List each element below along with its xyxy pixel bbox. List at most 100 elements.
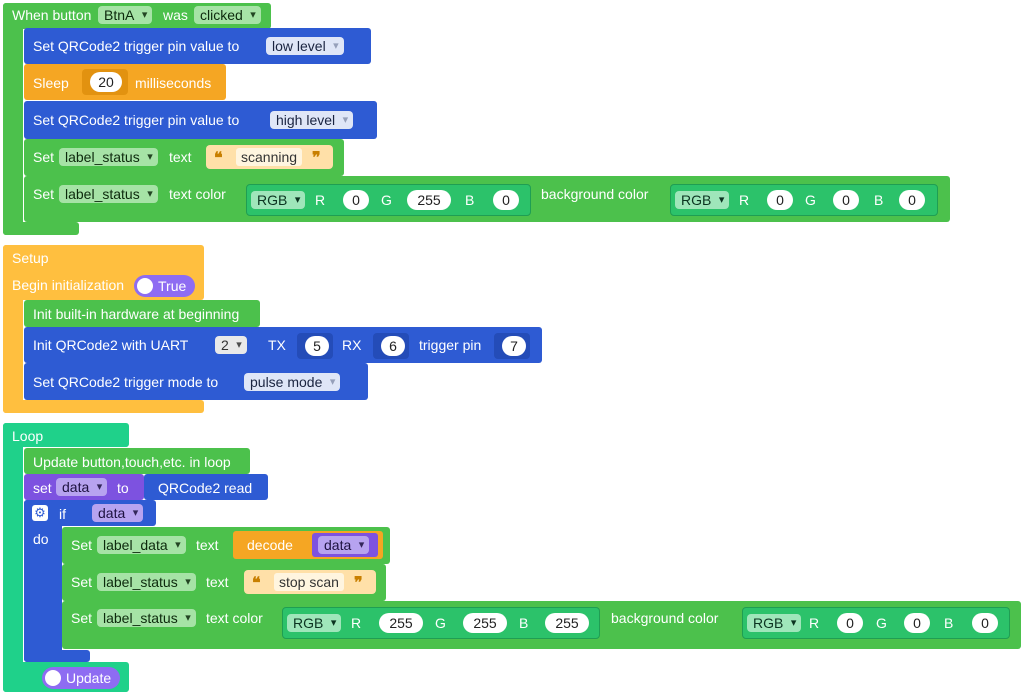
init-qrcode-label: Init QRCode2 with UART bbox=[33, 337, 189, 353]
if-label: if bbox=[59, 506, 66, 522]
r-label: R bbox=[739, 192, 750, 208]
g-input[interactable]: 0 bbox=[833, 190, 859, 210]
g-label: G bbox=[381, 192, 392, 208]
rx-label: RX bbox=[342, 337, 362, 353]
rgb-mode-dropdown[interactable]: RGB bbox=[675, 191, 730, 209]
init-qrcode-block[interactable] bbox=[24, 327, 542, 363]
b-input[interactable]: 0 bbox=[493, 190, 519, 210]
button-dropdown[interactable]: BtnA bbox=[98, 6, 153, 24]
to-label: to bbox=[117, 480, 129, 496]
setup-block-spine bbox=[3, 245, 23, 413]
g-input[interactable]: 255 bbox=[407, 190, 451, 210]
label-status-dropdown[interactable]: label_status bbox=[97, 573, 196, 591]
if-condition-dropdown[interactable]: data bbox=[92, 504, 144, 522]
toggle-knob bbox=[45, 670, 61, 686]
open-quote-icon: ❝ bbox=[214, 150, 223, 167]
update-toggle[interactable]: Update bbox=[42, 667, 121, 689]
tx-input[interactable]: 5 bbox=[305, 336, 329, 356]
setup-title: Setup bbox=[12, 250, 49, 266]
string-value[interactable]: stop scan bbox=[274, 573, 344, 591]
open-quote-icon: ❝ bbox=[252, 575, 261, 592]
variable-dropdown[interactable]: data bbox=[56, 478, 108, 496]
trigger-mode-dropdown[interactable]: pulse mode bbox=[244, 373, 341, 391]
b-label: B bbox=[874, 192, 884, 208]
rgb-mode-dropdown[interactable]: RGB bbox=[251, 191, 306, 209]
string-block-stop-scan[interactable]: ❝ stop scan ❞ bbox=[244, 570, 376, 594]
setup-block-footer bbox=[3, 400, 204, 413]
string-value[interactable]: scanning bbox=[236, 148, 303, 166]
decode-label: decode bbox=[247, 537, 293, 553]
b-label: B bbox=[519, 615, 529, 631]
sleep-value-input[interactable]: 20 bbox=[90, 72, 122, 92]
rgb-mode-dropdown[interactable]: RGB bbox=[287, 614, 342, 632]
decode-variable-dropdown[interactable]: data bbox=[318, 536, 370, 554]
pin-value-dropdown-1[interactable]: low level bbox=[266, 37, 344, 55]
was-label: was bbox=[163, 7, 188, 23]
set-trigger-mode-label: Set QRCode2 trigger mode to bbox=[33, 374, 219, 390]
r-input[interactable]: 0 bbox=[767, 190, 793, 210]
text-word-label: text bbox=[169, 149, 192, 165]
label-status-color-dropdown[interactable]: label_status bbox=[97, 609, 196, 627]
label-data-dropdown[interactable]: label_data bbox=[97, 536, 186, 554]
background-color-label: background color bbox=[611, 610, 719, 626]
g-label: G bbox=[435, 615, 446, 631]
toggle-knob bbox=[137, 278, 153, 294]
r-input[interactable]: 0 bbox=[343, 190, 369, 210]
milliseconds-label: milliseconds bbox=[135, 75, 212, 91]
g-label: G bbox=[805, 192, 816, 208]
update-loop-block[interactable] bbox=[24, 448, 250, 474]
set-trigger-pin-label-2: Set QRCode2 trigger pin value to bbox=[33, 112, 240, 128]
r-label: R bbox=[315, 192, 326, 208]
string-block-scanning[interactable]: ❝ scanning ❞ bbox=[206, 145, 333, 169]
b-label: B bbox=[465, 192, 475, 208]
close-quote-icon: ❞ bbox=[354, 575, 363, 592]
qrcode-read-block[interactable] bbox=[144, 474, 268, 500]
rgb-block-text-color[interactable]: RGB R 0 G 255 B 0 bbox=[246, 184, 531, 216]
toggle-label: True bbox=[158, 278, 187, 294]
init-hardware-block[interactable] bbox=[24, 300, 260, 327]
event-block-footer bbox=[3, 222, 79, 235]
gear-icon[interactable]: ⚙ bbox=[32, 505, 48, 521]
rgb-block-text-color-loop[interactable]: RGB R 255 G 255 B 255 bbox=[282, 607, 600, 639]
r-label: R bbox=[809, 615, 820, 631]
rgb-block-background-color-loop[interactable]: RGB R 0 G 0 B 0 bbox=[742, 607, 1010, 639]
g-input[interactable]: 255 bbox=[463, 613, 507, 633]
b-input[interactable]: 0 bbox=[972, 613, 998, 633]
update-loop-label: Update button,touch,etc. in loop bbox=[33, 454, 231, 470]
trigger-pin-label: trigger pin bbox=[419, 337, 482, 353]
loop-title: Loop bbox=[12, 428, 44, 444]
loop-block-spine bbox=[3, 423, 23, 692]
rx-input[interactable]: 6 bbox=[381, 336, 405, 356]
tx-label: TX bbox=[268, 337, 286, 353]
set-variable-label: set bbox=[33, 480, 52, 496]
begin-init-toggle[interactable]: True bbox=[134, 275, 196, 297]
qrcode-read-label: QRCode2 read bbox=[158, 480, 253, 496]
b-input[interactable]: 255 bbox=[545, 613, 589, 633]
b-input[interactable]: 0 bbox=[899, 190, 925, 210]
action-dropdown[interactable]: clicked bbox=[194, 6, 261, 24]
background-color-label: background color bbox=[541, 186, 649, 202]
set-label-1: Set bbox=[71, 537, 93, 553]
text-label-dropdown[interactable]: label_status bbox=[59, 148, 158, 166]
trigger-pin-input[interactable]: 7 bbox=[502, 336, 526, 356]
g-input[interactable]: 0 bbox=[904, 613, 930, 633]
r-input[interactable]: 255 bbox=[379, 613, 423, 633]
text-color-label: text color bbox=[206, 610, 263, 626]
rgb-block-background-color[interactable]: RGB R 0 G 0 B 0 bbox=[670, 184, 938, 216]
text-color-label: text color bbox=[169, 186, 226, 202]
loop-block-frame[interactable] bbox=[3, 423, 129, 447]
toggle-label: Update bbox=[66, 670, 112, 686]
when-button-label: When button bbox=[12, 7, 92, 23]
pin-value-dropdown-2[interactable]: high level bbox=[270, 111, 354, 129]
uart-dropdown[interactable]: 2 bbox=[215, 336, 247, 354]
r-input[interactable]: 0 bbox=[837, 613, 863, 633]
event-block-spine bbox=[3, 3, 23, 235]
if-block-spine bbox=[24, 500, 62, 662]
set-trigger-pin-label-1: Set QRCode2 trigger pin value to bbox=[33, 38, 240, 54]
set-label-2: Set bbox=[71, 574, 93, 590]
if-block-footer bbox=[24, 650, 90, 662]
g-label: G bbox=[876, 615, 887, 631]
rgb-mode-dropdown[interactable]: RGB bbox=[747, 614, 802, 632]
color-label-dropdown[interactable]: label_status bbox=[59, 185, 158, 203]
sleep-label: Sleep bbox=[33, 75, 69, 91]
